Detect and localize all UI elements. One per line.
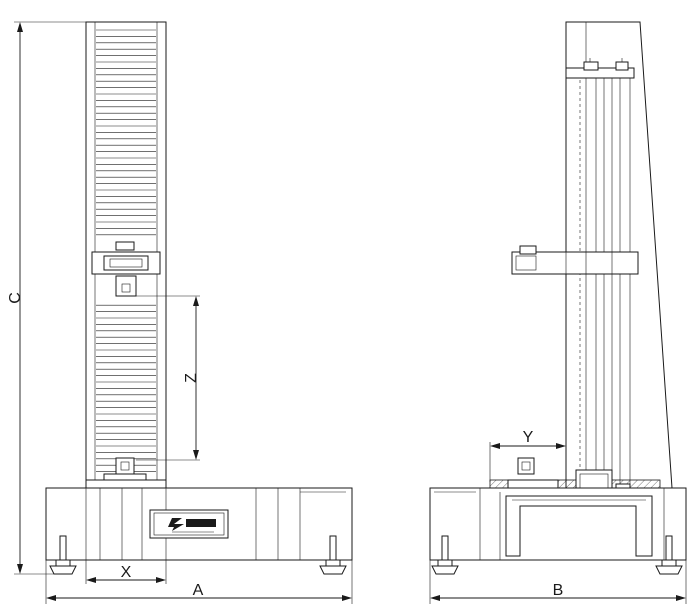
front-foot-left (49, 535, 77, 575)
lower-grip (115, 457, 135, 475)
lower-grip-base (103, 473, 147, 481)
dimension-y: Y (489, 429, 567, 482)
column-ribs (96, 29, 156, 472)
front-foot-right (319, 535, 347, 575)
brand-logo-icon (168, 518, 216, 533)
dimension-z-label: Z (183, 373, 200, 383)
dimension-a: A (45, 560, 353, 604)
side-view (429, 21, 687, 575)
crosshead-badge (109, 258, 143, 268)
dimension-c: C (7, 21, 86, 575)
side-crosshead-arm (511, 251, 639, 275)
dimension-c-label: C (7, 292, 24, 304)
lower-grip-pin (120, 461, 130, 471)
column-foot (85, 479, 167, 489)
dimension-b-label: B (553, 582, 564, 599)
dimension-z: Z (136, 295, 200, 461)
upper-grip-pin (121, 283, 131, 293)
crosshead-plate (103, 255, 149, 271)
side-top-plate (565, 67, 635, 79)
dimension-x-label: X (121, 564, 132, 581)
side-internal-frame (505, 495, 653, 557)
dimension-y-label: Y (523, 429, 534, 446)
side-lower-grip (517, 457, 535, 475)
dimension-x: X (85, 560, 167, 584)
upper-grip (115, 275, 137, 297)
dimension-a-label: A (193, 582, 204, 599)
front-view (45, 21, 353, 575)
crosshead-knob (115, 241, 135, 251)
side-foot-right (655, 535, 683, 575)
side-foot-left (431, 535, 459, 575)
dimension-b: B (429, 560, 687, 604)
